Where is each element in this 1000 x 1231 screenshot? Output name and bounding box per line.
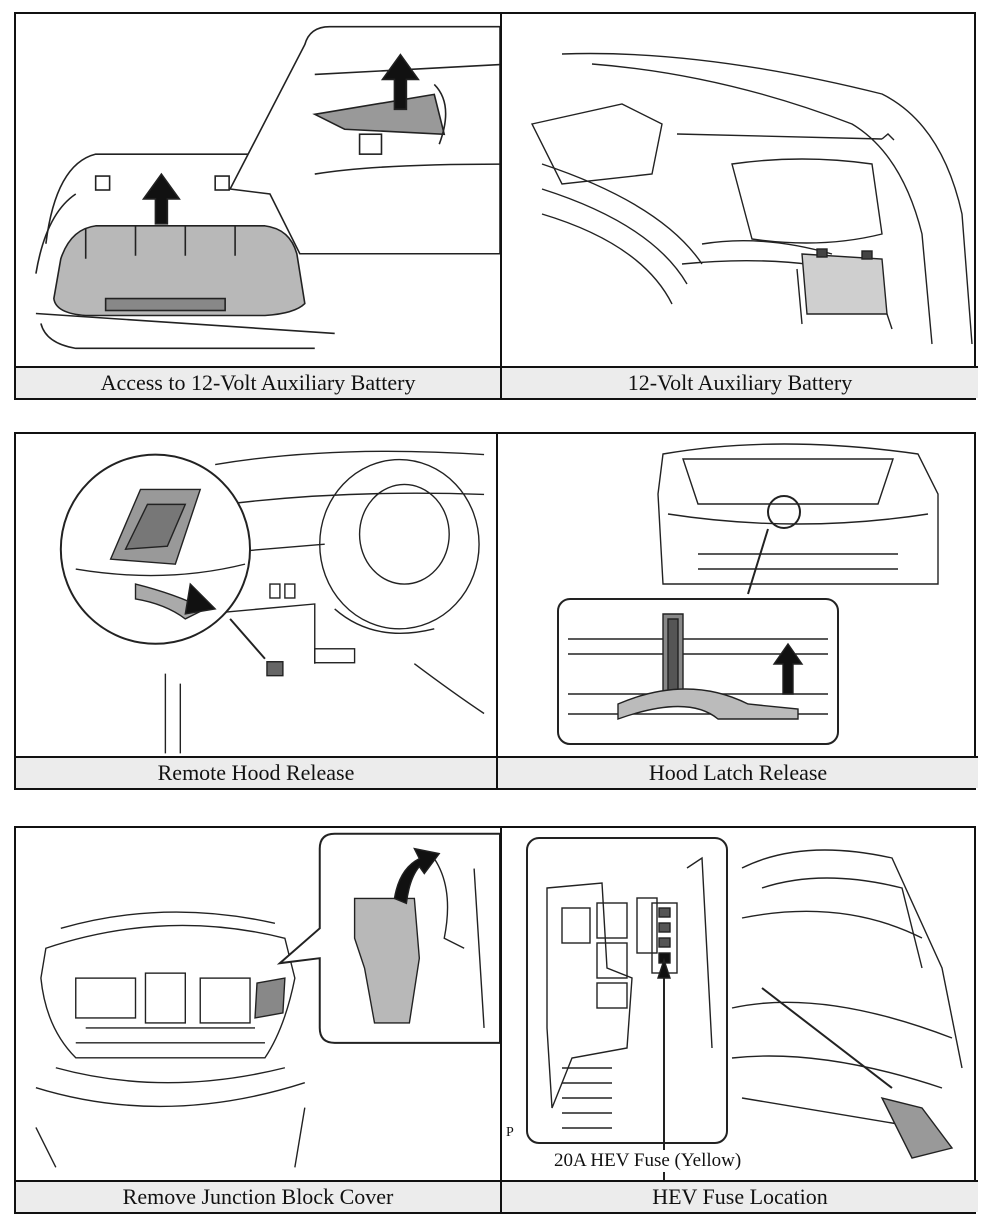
panel-caption: Access to 12-Volt Auxiliary Battery bbox=[16, 366, 500, 398]
panel-caption: HEV Fuse Location bbox=[502, 1180, 978, 1212]
panel-remote-hood-release: Remote Hood Release bbox=[16, 434, 498, 788]
panel-hev-fuse-location: 20A HEV Fuse (Yellow) P HEV Fuse Locatio… bbox=[502, 828, 978, 1212]
row-1: Access to 12-Volt Auxiliary Battery bbox=[14, 12, 978, 400]
illustration-hood-latch bbox=[498, 434, 978, 758]
illustration-battery-compartment bbox=[502, 14, 978, 368]
illustration-dashboard bbox=[16, 434, 496, 758]
panel-hood-latch-release: Hood Latch Release bbox=[498, 434, 978, 788]
panel-caption: 12-Volt Auxiliary Battery bbox=[502, 366, 978, 398]
panel-access-battery: Access to 12-Volt Auxiliary Battery bbox=[16, 14, 502, 398]
illustration-engine-bay bbox=[16, 828, 500, 1182]
panel-remove-junction-block-cover: Remove Junction Block Cover bbox=[16, 828, 502, 1212]
panel-caption: Remove Junction Block Cover bbox=[16, 1180, 500, 1212]
corner-mark: P bbox=[506, 1125, 514, 1141]
row-3: Remove Junction Block Cover bbox=[14, 826, 978, 1214]
illustration-trunk-cargo bbox=[16, 14, 500, 368]
hev-fuse-label: 20A HEV Fuse (Yellow) bbox=[554, 1150, 742, 1172]
illustration-fuse-block bbox=[502, 828, 978, 1182]
panel-caption: Remote Hood Release bbox=[16, 756, 496, 788]
row-2: Remote Hood Release Hood Latch Releas bbox=[14, 432, 978, 790]
panel-caption: Hood Latch Release bbox=[498, 756, 978, 788]
panel-auxiliary-battery: 12-Volt Auxiliary Battery bbox=[502, 14, 978, 398]
